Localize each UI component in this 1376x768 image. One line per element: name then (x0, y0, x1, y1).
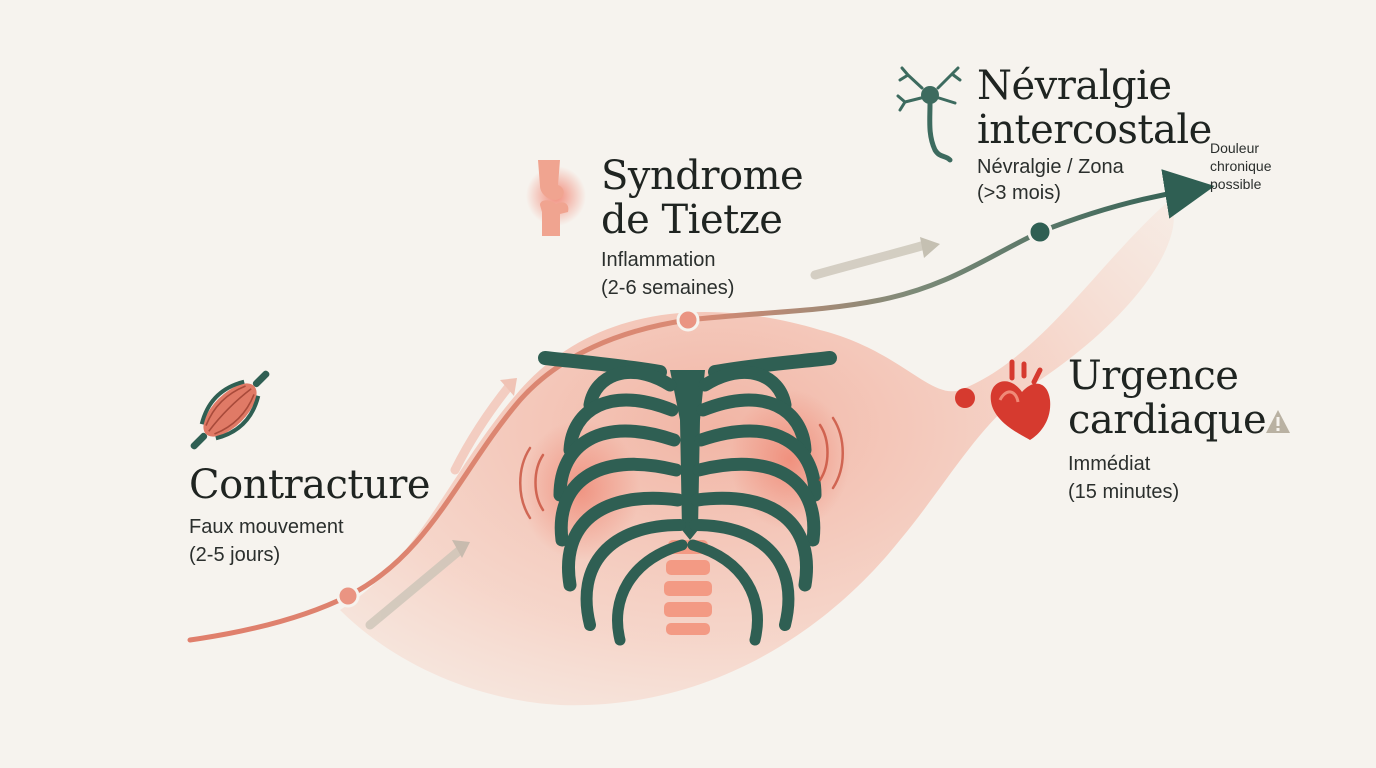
nevralgie-note: Douleur chronique possible (1210, 139, 1272, 193)
urgence-title-line-2: cardiaque (1068, 397, 1267, 443)
ribcage-icon (519, 351, 850, 646)
urgence-cause-text: Immédiat (1068, 453, 1151, 475)
tietze-cause-text: Inflammation (601, 249, 716, 271)
warning-triangle-icon (1266, 410, 1290, 433)
stage-contracture: Contracture Faux mouvement (2-5 jours) (189, 462, 431, 569)
contracture-title-line: Contracture (189, 462, 431, 508)
note-line-2: chronique (1210, 158, 1272, 174)
nevralgie-cause-text: Névralgie / Zona (977, 156, 1124, 178)
stage-nevralgie: Névralgie intercostale Névralgie / Zona … (977, 64, 1212, 206)
urgence-title: Urgence cardiaque (1068, 353, 1267, 443)
progress-arrows (365, 237, 940, 630)
contracture-cause: Faux mouvement (2-5 jours) (189, 513, 430, 569)
milestone-markers (336, 219, 1053, 608)
tietze-title-line-2: de Tietze (601, 197, 783, 243)
urgence-cause: Immédiat (15 minutes) (1068, 450, 1266, 506)
note-line-3: possible (1210, 176, 1262, 192)
joint-icon (526, 160, 586, 236)
stage-tietze: Syndrome de Tietze Inflammation (2-6 sem… (601, 153, 804, 302)
stage-urgence: Urgence cardiaque Immédiat (15 minutes) (1068, 353, 1267, 506)
contracture-title: Contracture (189, 462, 431, 508)
tietze-duration: (2-6 semaines) (601, 277, 735, 299)
tietze-title-line-1: Syndrome (601, 153, 804, 199)
nevralgie-title: Névralgie intercostale (977, 64, 1212, 152)
heart-icon (990, 359, 1051, 440)
tietze-title: Syndrome de Tietze (601, 153, 804, 243)
marker-urgence (955, 388, 975, 408)
urgence-title-line-1: Urgence (1068, 353, 1239, 399)
nevralgie-title-line-2: intercostale (977, 107, 1212, 153)
contracture-duration: (2-5 jours) (189, 544, 281, 566)
muscle-icon (190, 370, 270, 450)
marker-nevralgie (1027, 219, 1053, 245)
nevralgie-cause: Névralgie / Zona (>3 mois) (977, 154, 1212, 206)
contracture-cause-text: Faux mouvement (189, 516, 344, 538)
nevralgie-title-line-1: Névralgie (977, 63, 1172, 109)
urgence-duration: (15 minutes) (1068, 481, 1180, 503)
marker-contracture (336, 584, 360, 608)
tietze-cause: Inflammation (2-6 semaines) (601, 246, 803, 302)
neuron-icon (896, 66, 962, 163)
marker-tietze (676, 308, 700, 332)
nevralgie-duration: (>3 mois) (977, 182, 1061, 204)
note-line-1: Douleur (1210, 140, 1260, 156)
